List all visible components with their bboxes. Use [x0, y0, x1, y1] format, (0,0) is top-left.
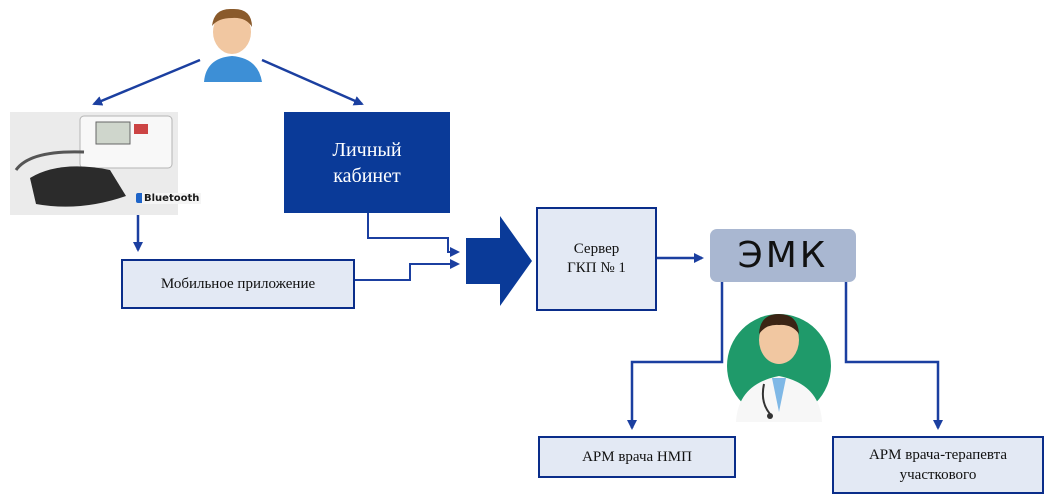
server-label: Сервер ГКП № 1 [567, 241, 626, 276]
arm-nmp-label: АРМ врача НМП [582, 448, 692, 465]
arrow-emk-to-arm-therapist [844, 282, 943, 430]
emk-label: ЭМК [737, 235, 829, 276]
arrow-cabinet-to-server [367, 213, 460, 257]
blood-pressure-monitor-image [10, 112, 178, 215]
arm-nmp-node: АРМ врача НМП [538, 436, 736, 478]
emk-node: ЭМК [710, 229, 856, 282]
mobile-app-node: Мобильное приложение [121, 259, 355, 309]
arm-therapist-node: АРМ врача-терапевта участкового [832, 436, 1044, 494]
mobile-app-label: Мобильное приложение [160, 275, 316, 292]
personal-cabinet-node: Личный кабинет [284, 112, 450, 213]
patient-avatar-icon [204, 8, 262, 82]
bluetooth-label: Bluetooth [142, 193, 202, 204]
server-node: Сервер ГКП № 1 [536, 207, 657, 311]
arm-therapist-label: АРМ врача-терапевта участкового [868, 447, 1008, 483]
personal-cabinet-label: Личный кабинет [332, 138, 402, 187]
arrow-mobile-to-server [355, 259, 460, 281]
doctor-avatar-icon [727, 314, 831, 422]
arrow-patient-to-cabinet [261, 58, 364, 106]
arrow-patient-to-device [92, 58, 201, 106]
arrow-emk-to-arm-nmp [627, 282, 724, 430]
big-block-arrow [466, 216, 532, 306]
